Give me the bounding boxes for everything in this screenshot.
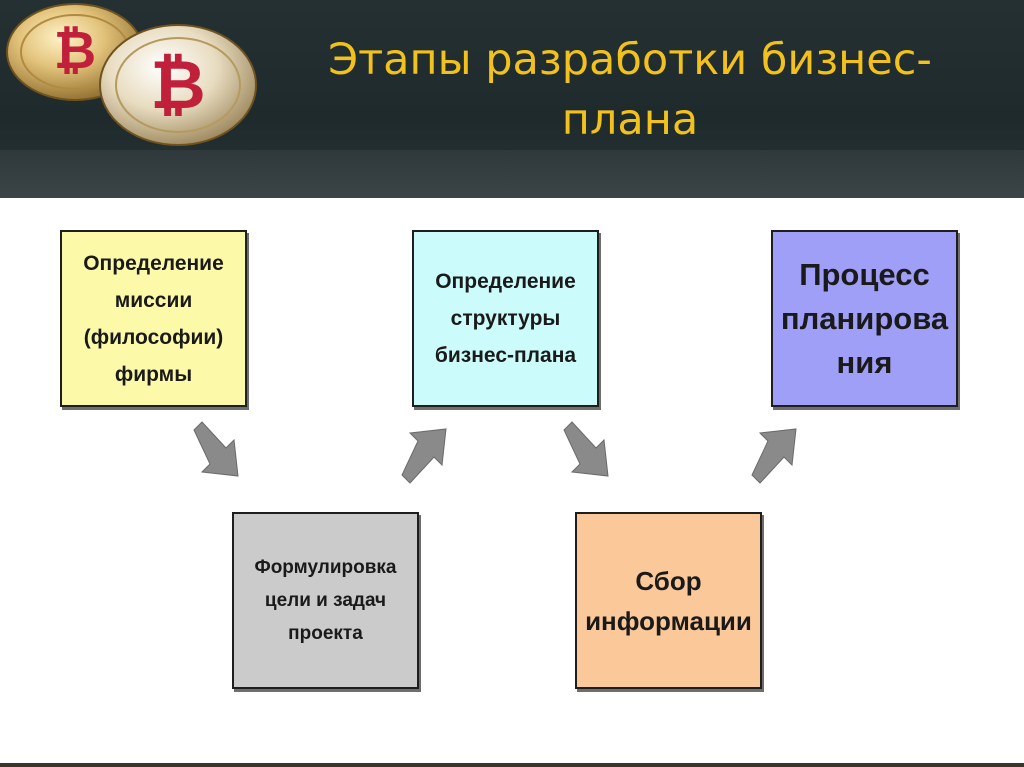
box-goals-label: Формулировка цели и задач проекта bbox=[254, 557, 397, 644]
footer-strip bbox=[0, 763, 1024, 767]
box-goals: Формулировка цели и задач проекта bbox=[232, 512, 419, 689]
box-info: Сбор информации bbox=[575, 512, 762, 689]
box-mission-label: Определение миссии (философии) фирмы bbox=[83, 251, 224, 386]
bitcoin-coins-icon: ₿ ₿ bbox=[6, 3, 257, 146]
bitcoin-coin-front-icon: ₿ bbox=[99, 24, 257, 146]
box-planning-label: Процесс планирова ния bbox=[780, 256, 949, 380]
box-mission: Определение миссии (философии) фирмы bbox=[60, 230, 247, 407]
box-structure: Определение структуры бизнес-плана bbox=[412, 230, 599, 407]
svg-text:₿: ₿ bbox=[150, 46, 205, 125]
arrow-up-right-icon bbox=[751, 428, 797, 484]
arrow-down-right-icon bbox=[563, 421, 609, 477]
arrow-up-right-icon bbox=[401, 428, 447, 484]
header-band bbox=[0, 150, 1024, 198]
arrow-down-right-icon bbox=[193, 421, 239, 477]
slide-header: ₿ ₿ Этапы разработки бизнес- плана bbox=[0, 0, 1024, 198]
svg-text:₿: ₿ bbox=[54, 21, 96, 81]
slide-title: Этапы разработки бизнес- плана bbox=[328, 35, 932, 145]
box-structure-label: Определение структуры бизнес-плана bbox=[434, 270, 577, 367]
box-planning: Процесс планирова ния bbox=[771, 230, 958, 407]
box-info-label: Сбор информации bbox=[585, 565, 752, 636]
